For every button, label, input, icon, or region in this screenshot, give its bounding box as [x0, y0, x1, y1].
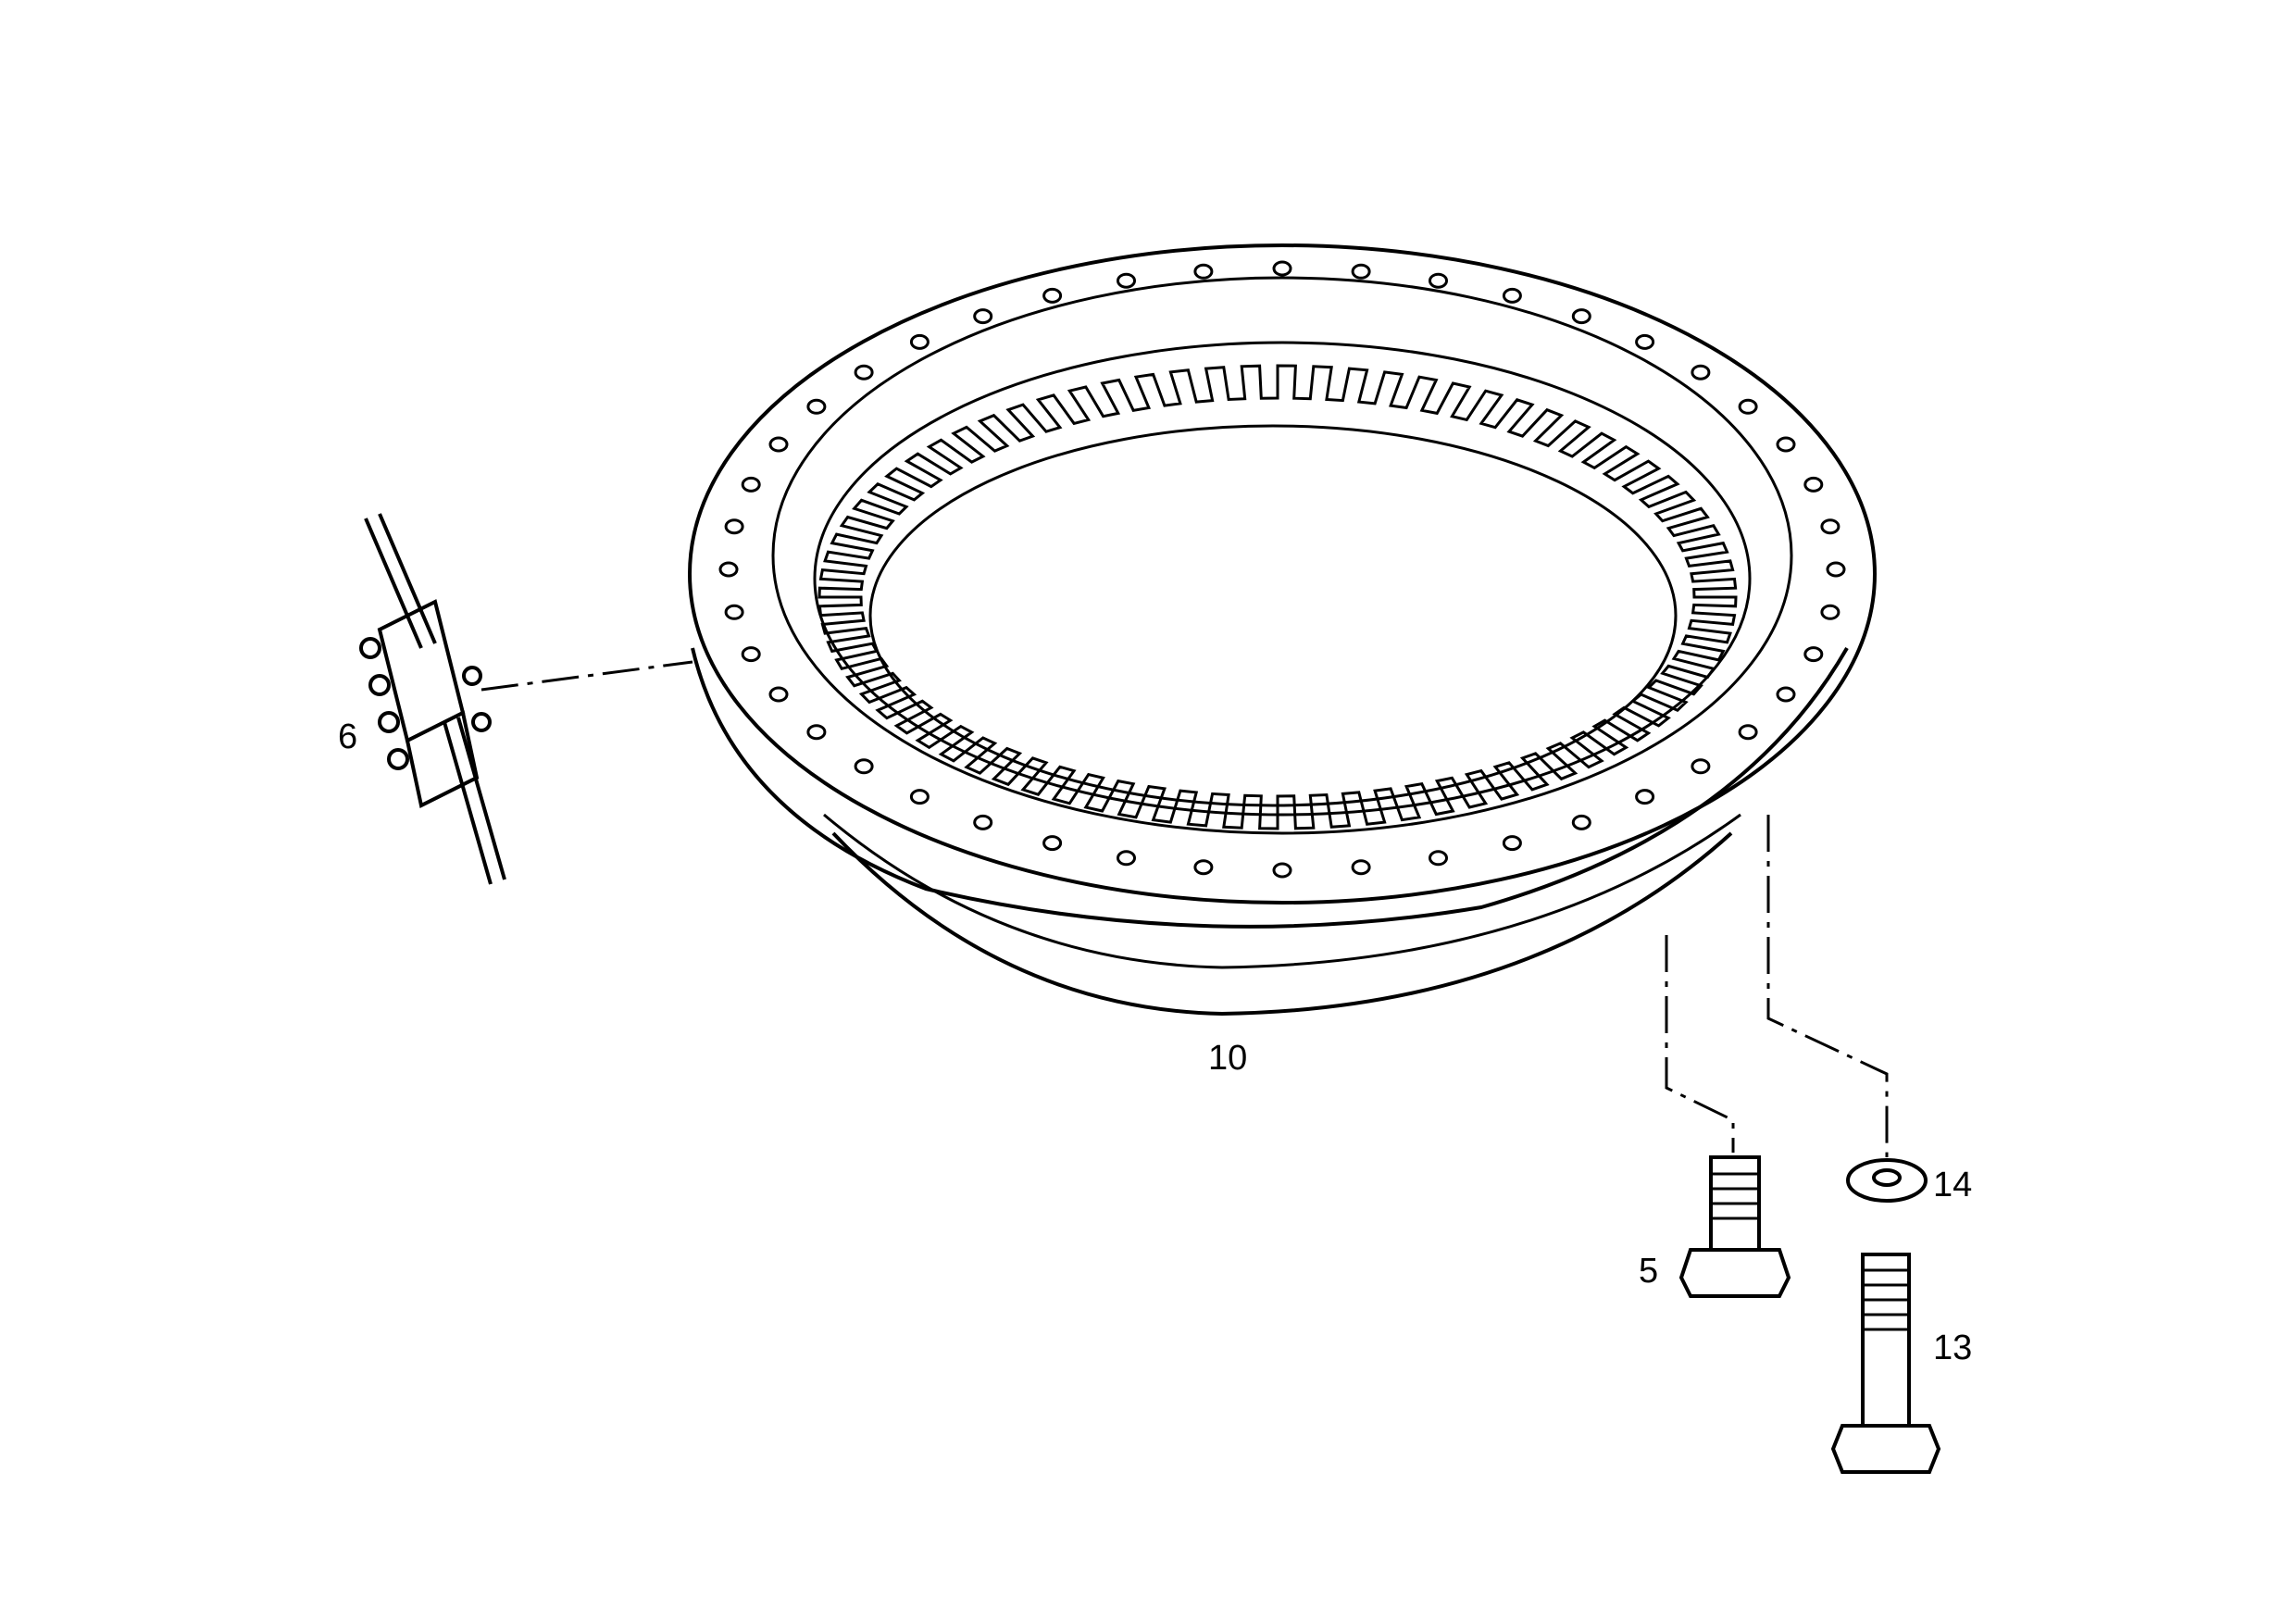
union-fitting-4 — [387, 748, 409, 770]
long-hex-bolt — [1830, 1253, 1941, 1474]
bolt-hole — [1738, 398, 1758, 415]
ring-outer-side — [691, 647, 1849, 929]
bolt-hole — [1571, 814, 1591, 830]
bolt-hole — [1776, 686, 1796, 703]
washer — [1846, 1158, 1928, 1203]
bolt-hole — [768, 686, 789, 703]
bolt-hole — [854, 758, 874, 775]
bolt-hole — [1803, 646, 1824, 663]
bolt-hole — [973, 308, 993, 325]
union-fitting-2 — [368, 674, 391, 696]
bolt-hole — [1635, 789, 1655, 805]
bolt-hole — [806, 724, 827, 741]
leader-union-to-ring — [480, 660, 693, 692]
gear-tooth-profile — [817, 364, 1738, 830]
leader-ring-to-washer — [1766, 815, 1889, 1157]
rotary-union-block — [359, 513, 506, 885]
bolt-hole — [1691, 758, 1711, 775]
union-pipe-top — [364, 518, 423, 649]
ring-bore — [868, 424, 1678, 807]
bolt-hole — [724, 604, 744, 620]
union-fitting-5 — [462, 666, 482, 686]
short-bolt-head — [1678, 1248, 1791, 1298]
ring-inner-flange — [771, 276, 1793, 835]
slewing-ring — [688, 243, 1877, 1017]
bolt-hole — [909, 789, 930, 805]
ring-gear-teeth — [817, 364, 1738, 830]
leader-ring-to-short-bolt — [1665, 935, 1735, 1153]
union-pipe-bottom — [443, 721, 493, 885]
bolt-hole — [854, 364, 874, 381]
bolt-hole — [1826, 561, 1846, 578]
bolt-hole — [1502, 835, 1522, 852]
bolt-hole — [1691, 364, 1711, 381]
ring-outer-edge — [688, 243, 1877, 905]
ring-bolt-holes — [718, 260, 1846, 879]
short-hex-bolt — [1678, 1155, 1791, 1298]
bolt-hole — [1042, 835, 1063, 852]
bolt-hole — [1351, 263, 1371, 280]
bolt-hole — [1272, 260, 1292, 277]
ring-skirt-top — [823, 813, 1741, 969]
callout-10: 10 — [1208, 1039, 1247, 1078]
bolt-hole — [973, 814, 993, 830]
bolt-hole — [1193, 859, 1214, 876]
bolt-hole — [1117, 850, 1136, 867]
bolt-hole — [1820, 604, 1841, 620]
callout-6: 6 — [338, 717, 357, 756]
union-pipe-top-2 — [378, 513, 437, 644]
union-fitting-3 — [378, 711, 400, 733]
union-fitting-1 — [359, 637, 381, 659]
bolt-hole — [1351, 859, 1371, 876]
bolt-hole — [1429, 850, 1448, 867]
long-bolt-head — [1830, 1424, 1941, 1474]
bolt-hole — [806, 398, 827, 415]
ring-gear-outer — [813, 341, 1752, 817]
union-fitting-6 — [471, 712, 492, 732]
callout-14: 14 — [1933, 1166, 1972, 1204]
bolt-hole — [1571, 308, 1591, 325]
bolt-hole — [724, 518, 744, 535]
bolt-hole — [1820, 518, 1841, 535]
bolt-hole — [1042, 287, 1063, 304]
callout-13: 13 — [1933, 1329, 1972, 1367]
bolt-hole — [768, 436, 789, 453]
bolt-hole — [741, 476, 761, 493]
bolt-hole — [1272, 862, 1292, 879]
bolt-hole — [741, 646, 761, 663]
bolt-hole — [1502, 287, 1522, 304]
long-bolt-shank — [1861, 1253, 1911, 1428]
washer-hole — [1872, 1168, 1902, 1187]
bolt-hole — [1635, 333, 1655, 350]
ring-skirt-bottom — [831, 831, 1733, 1017]
bolt-hole — [1776, 436, 1796, 453]
bolt-hole — [1117, 272, 1136, 289]
bolt-hole — [1429, 272, 1448, 289]
bolt-hole — [1738, 724, 1758, 741]
bolt-hole — [1193, 263, 1214, 280]
union-pipe-bottom-2 — [456, 717, 506, 880]
bolt-hole — [718, 561, 739, 578]
callout-5: 5 — [1639, 1252, 1658, 1291]
bolt-hole — [909, 333, 930, 350]
bolt-hole — [1803, 476, 1824, 493]
